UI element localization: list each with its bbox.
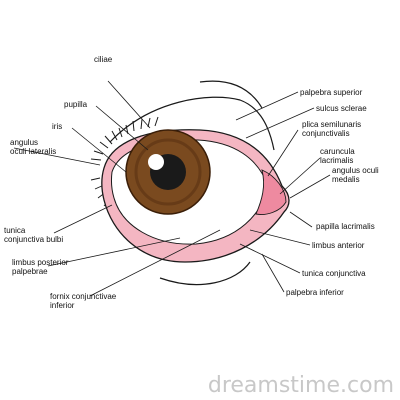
label-tunica-conjunctiva-bulbi: tunica conjunctiva bulbi xyxy=(4,226,64,244)
label-limbus-posterior-palpebrae: limbus posterior palpebrae xyxy=(12,258,69,276)
label-plica-semilunaris: plica semilunaris conjunctivalis xyxy=(302,120,362,138)
iris-inner-ring xyxy=(134,138,202,206)
label-ciliae: ciliae xyxy=(94,55,113,64)
label-angulus-oculi-medalis: angulus oculi medalis xyxy=(332,166,379,184)
label-pupilla: pupilla xyxy=(64,100,88,109)
eyelid-fold-line xyxy=(109,96,275,151)
label-fornix-conjunctivae-inferior: fornix conjunctivae inferior xyxy=(50,292,117,310)
leader-lines-right xyxy=(235,91,331,293)
watermark: dreamstime.com xyxy=(207,373,394,398)
brow-arc xyxy=(199,80,263,109)
label-iris: iris xyxy=(52,122,63,131)
label-angulus-oculi-lateralis: angulus oculi lateralis xyxy=(10,138,57,156)
label-papilla-lacrimalis: papilla lacrimalis xyxy=(316,222,375,231)
label-tunica-conjunctiva: tunica conjunctiva xyxy=(302,269,366,278)
caruncula-shape xyxy=(255,169,287,215)
label-palpebra-inferior: palpebra inferior xyxy=(286,288,344,297)
label-limbus-anterior: limbus anterior xyxy=(312,241,365,250)
label-sulcus-sclerae: sulcus sclerae xyxy=(316,104,367,113)
pupil-highlight xyxy=(148,154,164,170)
label-caruncula-lacrimalis: caruncula lacrimalis xyxy=(320,147,355,165)
lower-lid-outer xyxy=(159,261,251,286)
label-palpebra-superior: palpebra superior xyxy=(300,88,363,97)
leader-lines-left xyxy=(13,80,221,297)
